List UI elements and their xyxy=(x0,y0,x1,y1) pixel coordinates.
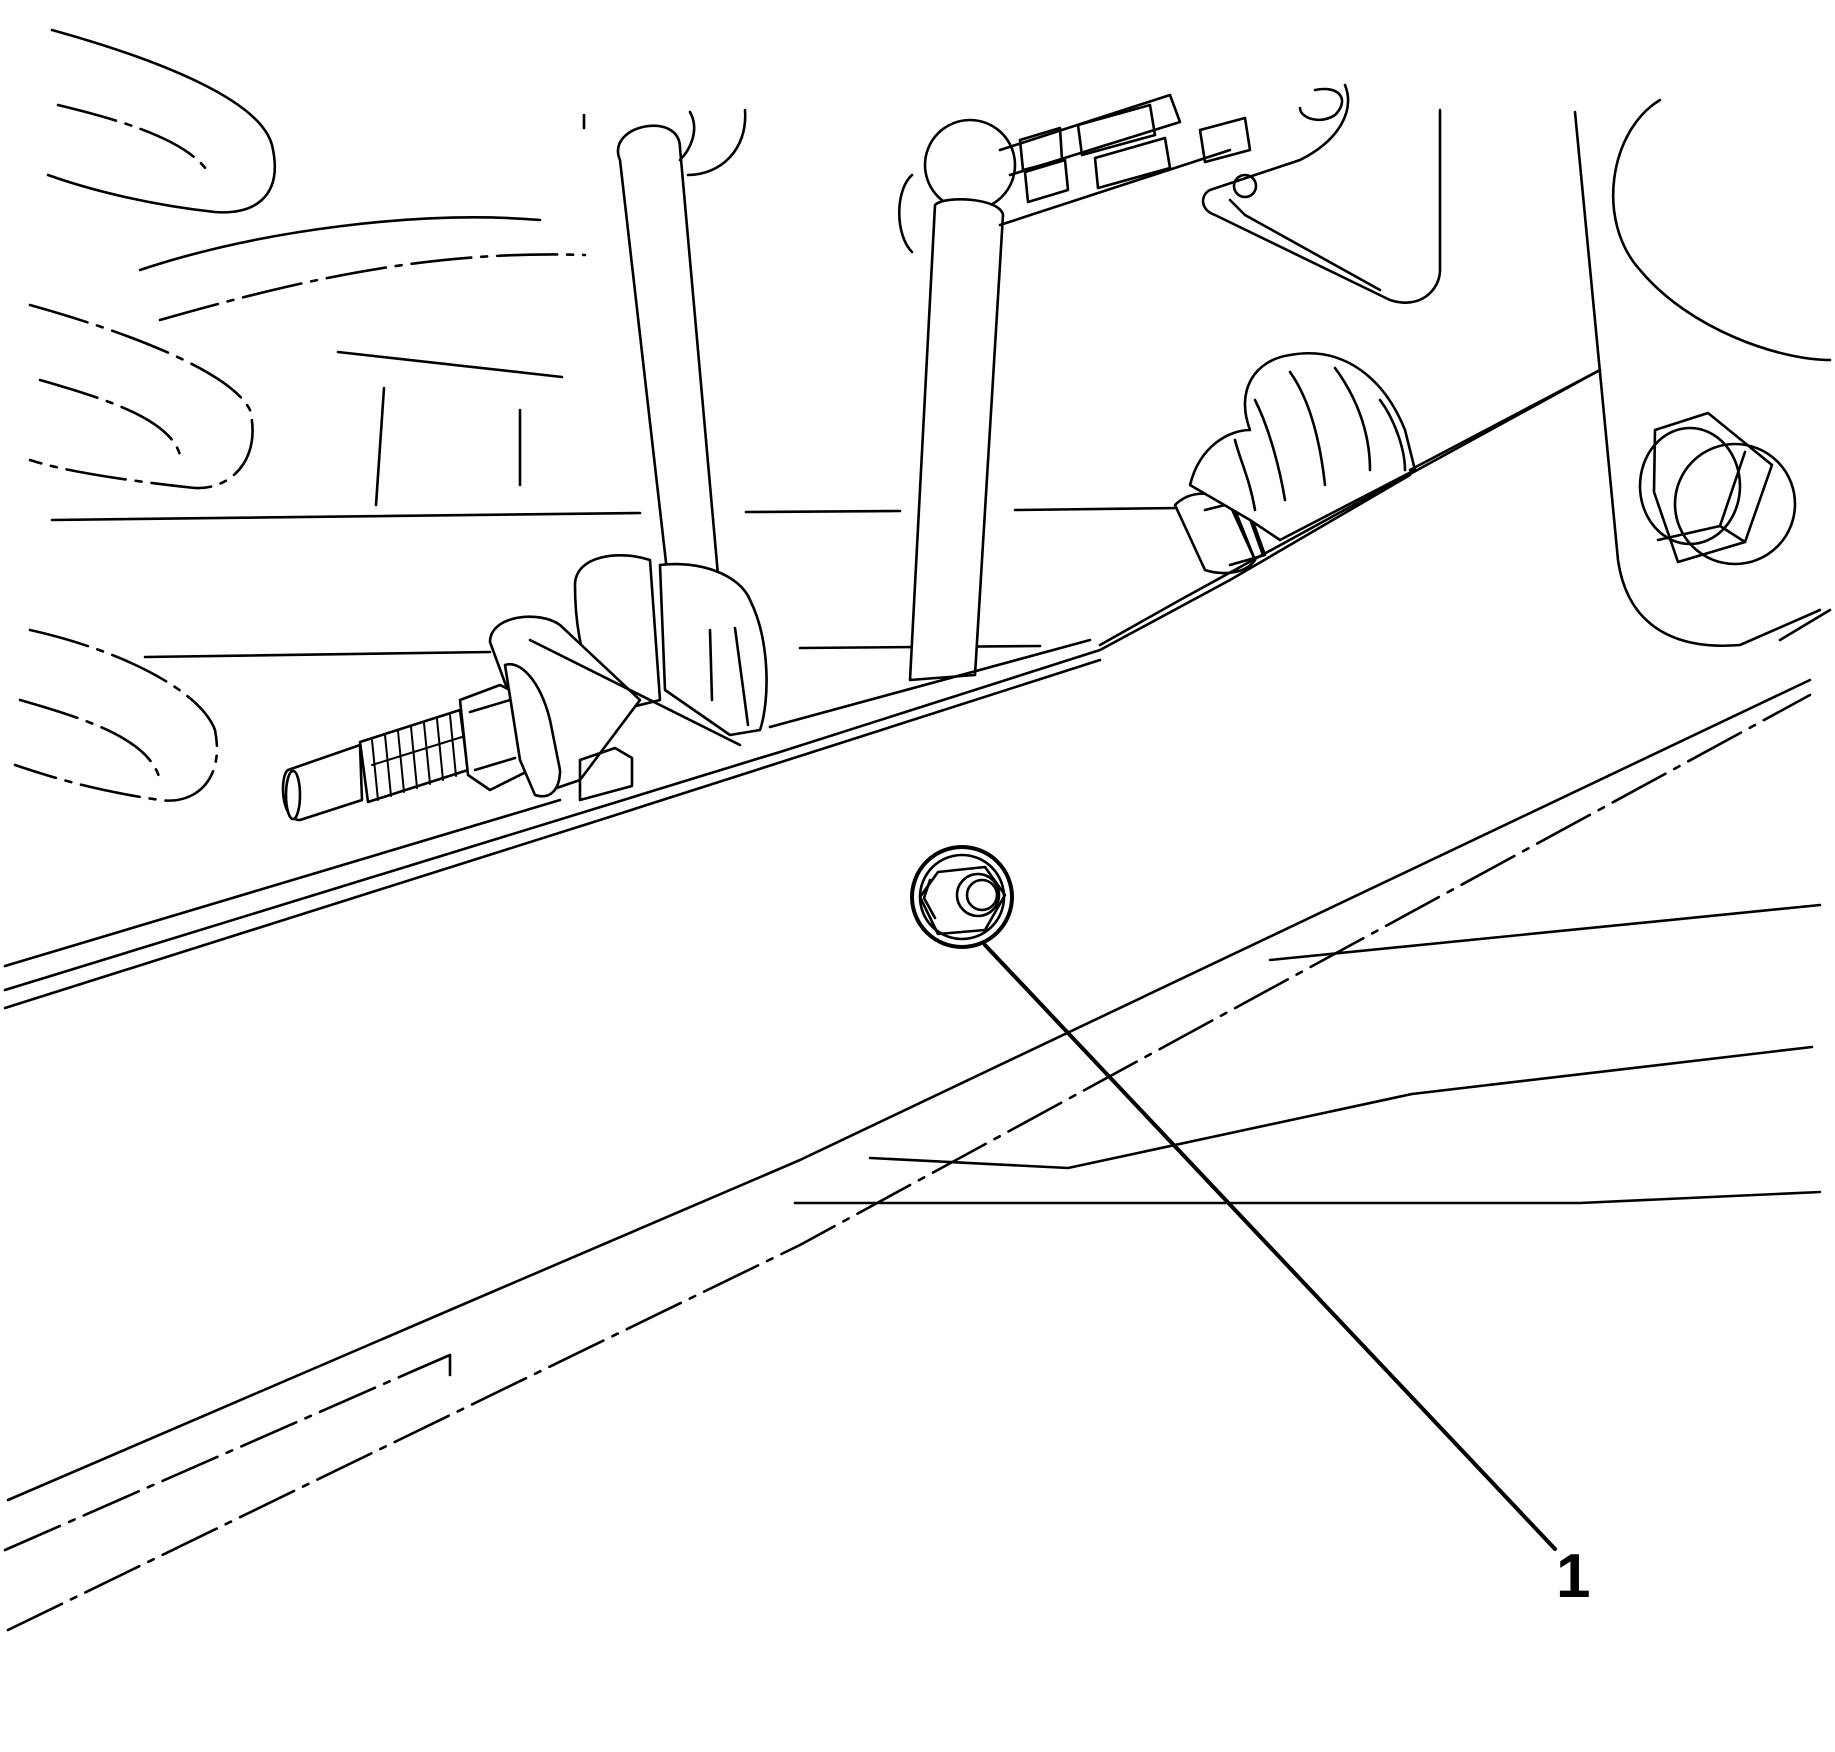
thread-pattern xyxy=(371,714,463,801)
coil-spring xyxy=(13,28,587,802)
callout-leader-line xyxy=(983,943,1557,1551)
background-lines xyxy=(50,506,1182,659)
hex-bolt-upper xyxy=(1638,411,1797,566)
stabilizer-link-right xyxy=(897,118,1017,682)
frame-right xyxy=(1573,98,1832,647)
upper-bracket xyxy=(998,83,1442,304)
bolt-fastener xyxy=(910,845,1014,949)
cv-axle-boot xyxy=(1173,352,1602,575)
callout-label-1: 1 xyxy=(1556,1542,1591,1611)
tie-rod-end xyxy=(281,615,742,822)
stabilizer-link-left xyxy=(573,108,768,737)
crossmember xyxy=(3,368,1822,1632)
